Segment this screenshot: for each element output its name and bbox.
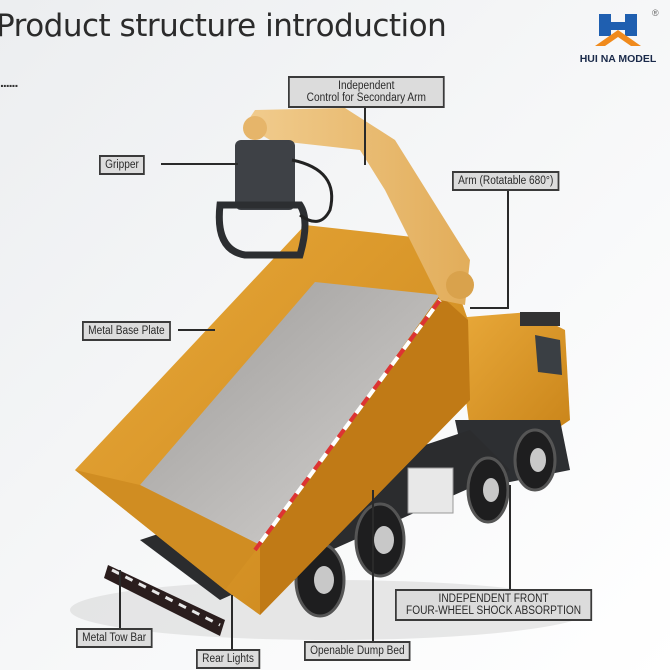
leader-lines	[119, 106, 511, 650]
gripper	[215, 140, 334, 259]
label-line: Control for Secondary Arm	[306, 92, 426, 104]
label-line: FOUR-WHEEL SHOCK ABSORPTION	[406, 605, 582, 617]
dump-bed	[75, 225, 470, 615]
label-rear-lights: Rear Lights	[196, 649, 261, 669]
label-front-shock-absorption: INDEPENDENT FRONT FOUR-WHEEL SHOCK ABSOR…	[395, 589, 593, 621]
ellipsis-decoration: ......	[0, 74, 18, 90]
label-arm: Arm (Rotatable 680°)	[452, 171, 560, 191]
label-secondary-arm-control: Independent Control for Secondary Arm	[288, 76, 445, 108]
brand-name: HUI NA MODEL	[579, 53, 657, 65]
brand-logo: HUI NA MODEL	[570, 14, 666, 65]
label-metal-tow-bar: Metal Tow Bar	[76, 628, 153, 648]
label-line: Independent	[338, 80, 395, 92]
label-gripper: Gripper	[99, 155, 146, 175]
label-line: INDEPENDENT FRONT	[438, 593, 549, 605]
fuel-tank	[407, 467, 454, 514]
tow-bar	[104, 565, 225, 636]
page-title: Product structure introduction	[0, 8, 447, 44]
label-openable-dump-bed: Openable Dump Bed	[304, 641, 411, 661]
label-metal-base-plate: Metal Base Plate	[82, 321, 171, 341]
crane-arm	[243, 108, 474, 305]
registered-mark: ®	[652, 8, 659, 18]
logo-icon	[595, 14, 641, 46]
